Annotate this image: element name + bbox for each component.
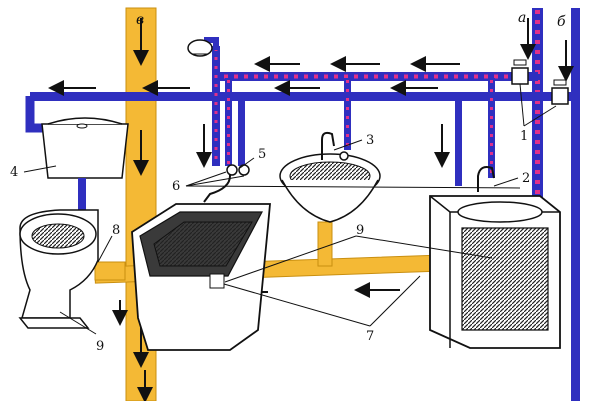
bathtub bbox=[131, 164, 271, 351]
sewer-system bbox=[94, 7, 516, 401]
callout-3: 3 bbox=[366, 133, 374, 148]
toilet-drain-elbow bbox=[94, 261, 126, 281]
pipe-to-cistern bbox=[25, 96, 44, 133]
shower-pipe bbox=[212, 46, 220, 166]
sink-drop-hot bbox=[344, 78, 351, 150]
washbasin-cabinet bbox=[429, 166, 561, 349]
toilet-bowl bbox=[18, 209, 99, 329]
riser-label-b: б bbox=[557, 14, 566, 30]
callout-9: 9 bbox=[356, 223, 364, 238]
sink-drain-vertical bbox=[317, 221, 333, 267]
callout-1: 1 bbox=[520, 129, 528, 144]
sink-center bbox=[279, 131, 381, 223]
toilet-cistern bbox=[41, 117, 129, 212]
basin-drop-cold bbox=[455, 96, 462, 186]
bath-drop-hot bbox=[225, 78, 232, 166]
callout-9: 9 bbox=[96, 339, 104, 354]
callout-6: 6 bbox=[172, 179, 180, 194]
bath-drop-cold bbox=[238, 96, 245, 166]
riser-label-v: в bbox=[136, 12, 144, 28]
valve-hot bbox=[511, 59, 529, 85]
labels: а б в 1 2 3 4 5 6 7 8 9 9 bbox=[10, 10, 566, 354]
callout-5: 5 bbox=[258, 147, 266, 162]
callout-2: 2 bbox=[522, 171, 530, 186]
leader-lines bbox=[23, 83, 557, 335]
shower-head-icon bbox=[187, 39, 213, 57]
valve-cold bbox=[551, 79, 569, 105]
callout-8: 8 bbox=[112, 223, 120, 238]
callout-4: 4 bbox=[10, 165, 18, 180]
lower-pipe-cold bbox=[30, 92, 576, 101]
riser-b bbox=[571, 8, 580, 401]
riser-label-a: а bbox=[518, 10, 526, 26]
callout-7: 7 bbox=[366, 329, 374, 344]
shower-arm bbox=[204, 37, 219, 50]
